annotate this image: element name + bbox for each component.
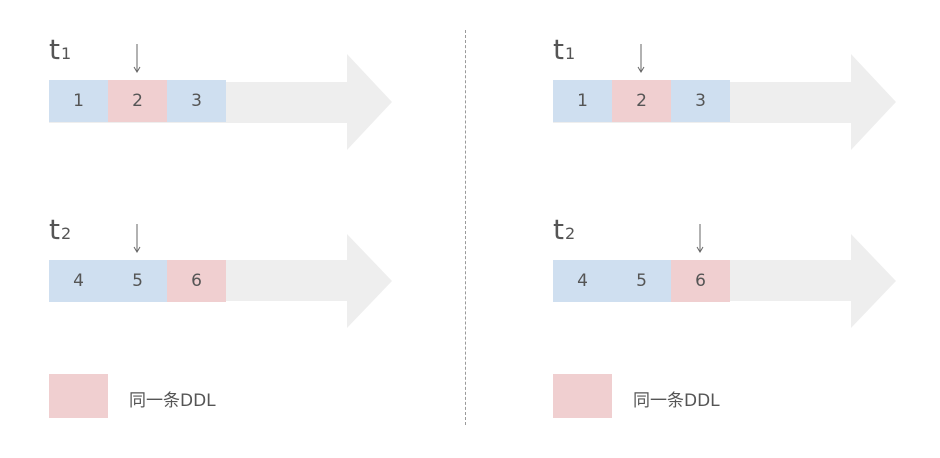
pointer-arrow-icon (132, 44, 142, 79)
panel-divider (465, 30, 466, 425)
cell-group: 4 5 6 (553, 260, 730, 302)
time-label-main: t (49, 33, 60, 66)
time-label-main: t (553, 213, 564, 246)
message-cell: 6 (671, 260, 730, 302)
time-label-subscript: 1 (60, 44, 72, 63)
message-cell: 1 (49, 80, 108, 122)
time-label-subscript: 2 (60, 224, 72, 243)
message-cell: 3 (167, 80, 226, 122)
legend-label: 同一条DDL (129, 391, 216, 411)
timeline-row-t2: t2 4 5 6 (49, 210, 469, 350)
message-cell: 4 (553, 260, 612, 302)
message-cell: 6 (167, 260, 226, 302)
timeline-row-t1: t1 1 2 3 (49, 30, 469, 170)
pointer-arrow-icon (132, 224, 142, 259)
cell-group: 4 5 6 (49, 260, 226, 302)
message-cell: 2 (108, 80, 167, 122)
time-label: t1 (49, 36, 71, 64)
time-label-subscript: 2 (564, 224, 576, 243)
timeline-row-t1: t1 1 2 3 (553, 30, 940, 170)
message-cell: 2 (612, 80, 671, 122)
message-cell: 4 (49, 260, 108, 302)
time-label-main: t (49, 213, 60, 246)
cell-group: 1 2 3 (553, 80, 730, 122)
time-label: t2 (49, 216, 71, 244)
message-cell: 3 (671, 80, 730, 122)
timeline-row-t2: t2 4 5 6 (553, 210, 940, 350)
message-cell: 5 (108, 260, 167, 302)
legend-label: 同一条DDL (633, 391, 720, 411)
panel-right: t1 1 2 3 t2 4 5 6 (553, 0, 940, 458)
cell-group: 1 2 3 (49, 80, 226, 122)
time-label-subscript: 1 (564, 44, 576, 63)
legend-swatch (49, 374, 108, 418)
time-label: t2 (553, 216, 575, 244)
message-cell: 5 (612, 260, 671, 302)
time-label-main: t (553, 33, 564, 66)
legend-swatch (553, 374, 612, 418)
message-cell: 1 (553, 80, 612, 122)
time-label: t1 (553, 36, 575, 64)
panel-left: t1 1 2 3 t2 4 5 6 (49, 0, 469, 458)
pointer-arrow-icon (636, 44, 646, 79)
pointer-arrow-icon (695, 224, 705, 259)
